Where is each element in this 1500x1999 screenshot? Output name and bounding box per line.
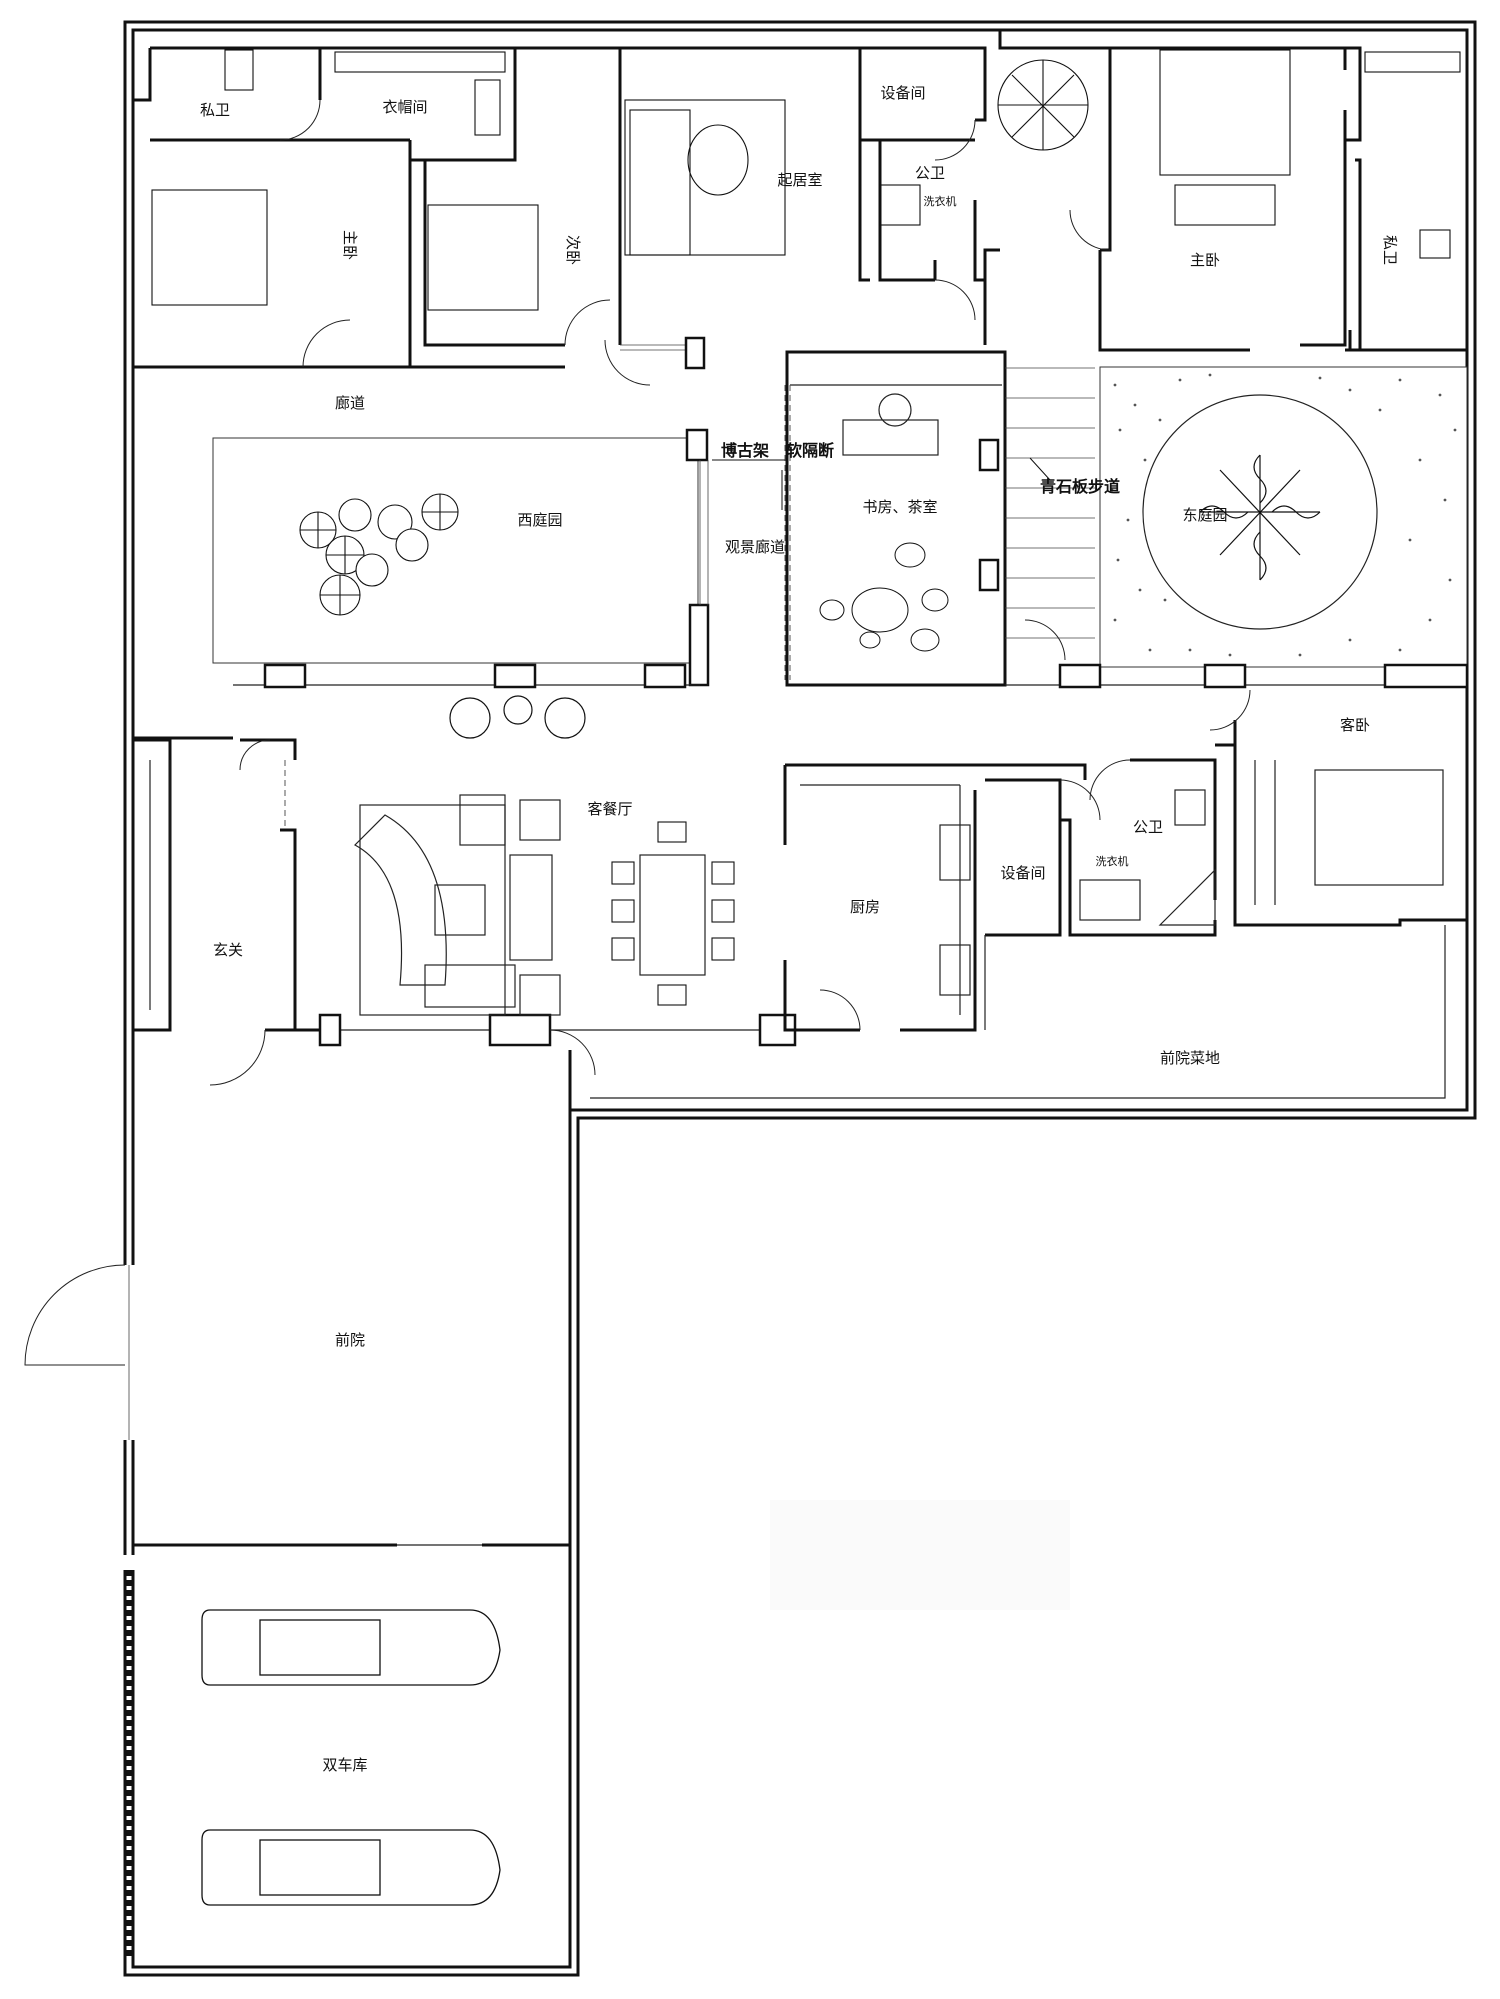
sofa-living [629,109,691,256]
washer-s [1079,879,1141,921]
wardrobe-e [1364,51,1461,73]
label-foyer: 玄关 [213,941,243,959]
outer-walls [123,20,1477,1977]
door-swings [24,99,1251,1366]
label-second-bed: 次卧 [564,235,582,265]
bed-master-e [1159,49,1291,176]
dining-chairs [611,821,735,1006]
label-cloakroom: 衣帽间 [382,98,427,116]
side-table-2 [519,974,561,1016]
sofa-bottom [424,964,516,1008]
annotation-leaders [712,457,1051,510]
guest-bed [1314,769,1444,886]
label-equipment-s: 设备间 [1000,864,1045,882]
label-living-room: 起居室 [777,171,822,189]
label-master-bed-e: 主卧 [1190,251,1220,269]
label-private-bath-w: 私卫 [200,101,230,119]
south-wing [133,663,1469,1110]
label-antique-shelf: 博古架 [721,441,769,460]
sofa-main [509,854,553,961]
car-bottom-icon [201,1829,501,1906]
label-soft-partition: 软隔断 [786,441,834,460]
study-desk [842,419,939,456]
north-furniture [151,49,1461,311]
dining-table [639,854,706,976]
courtyard-tree-icon [997,59,1089,151]
label-private-bath-e: 私卫 [1381,235,1399,265]
toilet-e [1419,229,1451,259]
palm-tree-icon [1199,454,1321,581]
shower-tray [1158,868,1216,926]
curved-sofa [354,814,447,986]
washer-n [879,184,921,226]
sink [939,944,971,996]
blank-patch [770,1500,1070,1610]
label-public-bath-s: 公卫 [1133,818,1163,836]
room-labels: 私卫 衣帽间 主卧 次卧 起居室 设备间 公卫 洗衣机 主卧 私卫 廊道 西庭园… [200,84,1399,1774]
east-garden-bed [1099,366,1468,668]
label-kitchen: 厨房 [850,898,880,916]
west-garden-bed [212,437,699,664]
label-corridor: 廊道 [335,394,365,412]
label-flagstone-path: 青石板步道 [1040,477,1120,496]
side-table-1 [519,799,561,841]
north-wing [133,30,1467,369]
label-west-garden: 西庭园 [517,511,562,529]
toilet-s [1174,789,1206,826]
coffee-table [434,884,486,936]
label-east-garden: 东庭园 [1182,506,1227,524]
label-washer-s: 洗衣机 [1096,854,1129,868]
label-study-tea: 书房、茶室 [862,498,937,516]
living-rug [359,804,506,1016]
east-garden-pond [1142,394,1378,630]
gravel-texture [1110,373,1457,657]
courtyard-zone [133,59,1468,739]
flagstone-steps [1005,367,1095,639]
label-view-corridor: 观景廊道 [725,538,785,556]
toilet-w [224,49,254,91]
coffee-table-living [687,124,749,196]
armchair-top [459,794,506,846]
stove [939,824,971,881]
car-top-icon [201,1609,501,1686]
west-garden-trees [299,493,459,616]
label-washer-n: 洗衣机 [924,194,957,208]
label-front-garden-bed: 前院菜地 [1160,1049,1220,1067]
label-garage: 双车库 [322,1756,367,1774]
label-front-yard: 前院 [335,1331,365,1349]
study-chair [878,393,912,427]
rockery-icon [819,542,949,652]
wardrobe-side [474,79,501,136]
wardrobe-cloak [334,51,506,73]
bed-second [427,204,539,311]
rug-living [624,99,786,256]
label-public-bath-n: 公卫 [915,164,945,182]
armchairs-master-e [1174,184,1276,226]
garage [126,1543,570,1960]
label-master-bed-w: 主卧 [341,230,359,260]
label-equipment-n: 设备间 [880,84,925,102]
label-guest-bed: 客卧 [1340,716,1370,734]
bed-master-w [151,189,268,306]
label-living-dining: 客餐厅 [587,800,632,818]
lounge-chairs [449,695,586,739]
